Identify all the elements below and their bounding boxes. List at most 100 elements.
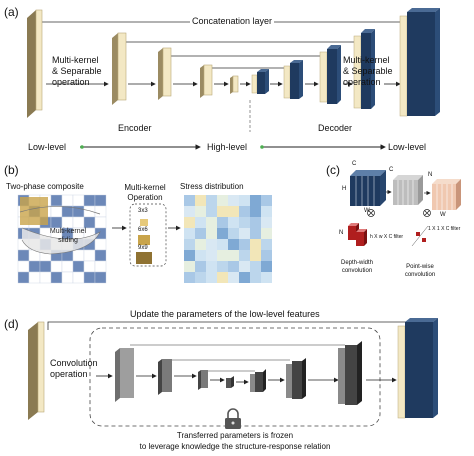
composite-cell [94, 260, 107, 273]
composite-cell [72, 194, 85, 207]
multi-kernel-title-line-1: Multi-kernel [124, 183, 166, 192]
stress-cell [239, 228, 250, 239]
stress-cell [261, 239, 272, 250]
stress-cell [228, 250, 239, 261]
trainable-slab-right [397, 318, 438, 419]
stress-cell [250, 272, 261, 283]
frozen-layer-6 [286, 358, 306, 399]
composite-cell [83, 194, 96, 207]
composite-cell [72, 249, 85, 262]
frozen-layer-7 [338, 341, 362, 405]
composite-cell [83, 249, 96, 262]
stress-cell [206, 228, 217, 239]
right-operation-label: Multi-kernel & Separable operation [343, 55, 393, 88]
stress-cell [250, 206, 261, 217]
stress-cell [217, 217, 228, 228]
composite-cell [72, 271, 85, 284]
low-level-left-label: Low-level [28, 142, 67, 152]
stress-cell [184, 250, 195, 261]
stress-cell [261, 217, 272, 228]
stress-cell [228, 217, 239, 228]
composite-cell [28, 271, 41, 284]
panel-b-graphics [17, 194, 272, 284]
trainable-slab-left [28, 321, 45, 420]
stress-cell [217, 228, 228, 239]
multi-kernel-title: Multi-kernel Operation [115, 183, 175, 203]
stress-cell [184, 195, 195, 206]
input-w-label: W [364, 208, 370, 214]
concatenation-layer-label: Concatenation layer [190, 16, 275, 26]
two-phase-composite-title: Two-phase composite [6, 182, 84, 191]
composite-cell [72, 260, 85, 273]
update-parameters-label: Update the parameters of the low-level f… [130, 309, 320, 319]
stress-cell [261, 195, 272, 206]
input-c-label: C [352, 161, 357, 167]
composite-grid [17, 194, 107, 284]
stress-cell [239, 272, 250, 283]
high-level-label: High-level [207, 142, 248, 152]
composite-cell [28, 260, 41, 273]
filter-n-label: N [339, 230, 344, 236]
stress-cell [195, 250, 206, 261]
frozen-layer-2 [158, 359, 172, 395]
decoder-label: Decoder [318, 123, 353, 133]
composite-cell [17, 260, 30, 273]
stress-cell [195, 272, 206, 283]
composite-cell [61, 260, 74, 273]
composite-cell [50, 260, 63, 273]
stress-cell [228, 261, 239, 272]
frozen-caption-line-1: Transferred parameters is frozen [176, 431, 294, 440]
composite-cell [83, 271, 96, 284]
multi-kernel-title-line-2: Operation [127, 193, 163, 202]
stress-cell [261, 250, 272, 261]
depthwise-filter-label: h X w X C filter [370, 234, 404, 240]
panel-a-graphics [27, 8, 440, 150]
encoder-slab-4 [200, 64, 213, 98]
stress-cell [261, 272, 272, 283]
composite-cell [39, 271, 52, 284]
decoder-block-4 [353, 29, 375, 109]
stress-cell [206, 239, 217, 250]
stress-cell [261, 206, 272, 217]
stress-cell [195, 239, 206, 250]
point-wise-conv-line-2: convolution [404, 272, 436, 278]
stress-cell [206, 250, 217, 261]
frozen-layer-4 [226, 376, 234, 388]
convolution-operation-line-2: operation [50, 369, 88, 379]
input-cube [350, 170, 386, 206]
point-wise-conv-label: Point-wise convolution [395, 263, 445, 279]
depth-width-conv-line-2: convolution [341, 268, 373, 274]
composite-cell [17, 249, 30, 262]
convolution-operation-label: Convolution operation [50, 358, 98, 380]
panel-a-tag: (a) [4, 5, 19, 19]
stress-cell [261, 228, 272, 239]
stress-cell [195, 217, 206, 228]
stress-cell [228, 239, 239, 250]
composite-cell [94, 194, 107, 207]
stress-cell [250, 217, 261, 228]
stress-cell [217, 239, 228, 250]
encoder-slab-5 [230, 75, 239, 94]
stress-cell [250, 195, 261, 206]
decoder-block-2 [283, 60, 303, 99]
stress-cell [228, 228, 239, 239]
stress-cell [228, 206, 239, 217]
depth-width-conv-line-1: Depth-width [340, 260, 373, 266]
low-level-right-label: Low-level [388, 142, 427, 152]
right-operation-line-2: & Separable [343, 66, 393, 76]
decoder-block-1 [251, 69, 269, 94]
stress-cell [250, 261, 261, 272]
panel-d-graphics [28, 318, 438, 429]
composite-cell [94, 271, 107, 284]
output-cube [432, 179, 461, 210]
stress-cell [217, 261, 228, 272]
composite-cell [61, 194, 74, 207]
stress-cell [195, 195, 206, 206]
stress-cell [195, 261, 206, 272]
stress-cell [217, 272, 228, 283]
stress-cell [206, 272, 217, 283]
stress-cell [239, 217, 250, 228]
stress-cell [239, 239, 250, 250]
stress-cell [239, 250, 250, 261]
